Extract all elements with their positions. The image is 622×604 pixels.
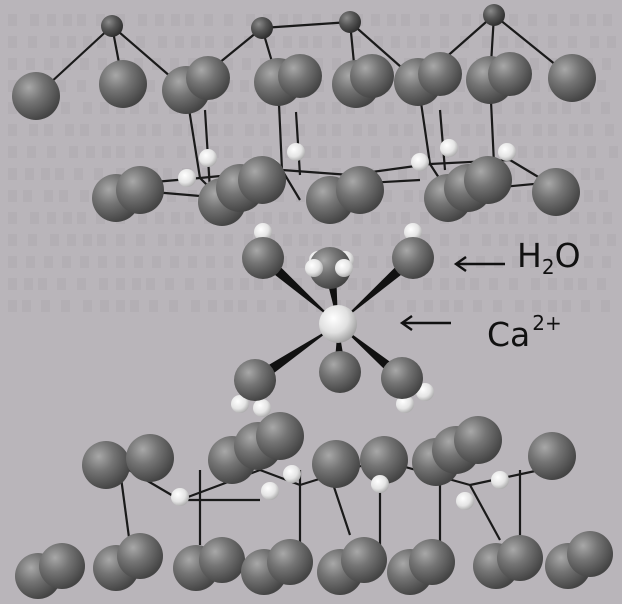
oxygen-atom bbox=[99, 60, 147, 108]
left-arrow-icon bbox=[399, 315, 451, 331]
oxygen-atom bbox=[548, 54, 596, 102]
oxygen-atom bbox=[336, 166, 384, 214]
hydrogen-atom bbox=[171, 488, 189, 506]
oxygen-atom bbox=[256, 412, 304, 460]
water-label-main: H bbox=[517, 236, 542, 275]
background-text-texture bbox=[8, 14, 618, 312]
silicon-atom bbox=[483, 4, 505, 26]
oxygen-atom bbox=[267, 539, 313, 585]
atom-layer bbox=[12, 4, 613, 599]
oxygen-atom bbox=[409, 539, 455, 585]
silicon-atom bbox=[339, 11, 361, 33]
oxygen-atom bbox=[199, 537, 245, 583]
hydrogen-atom bbox=[440, 139, 458, 157]
oxygen-atom bbox=[39, 543, 85, 589]
hydrogen-atom bbox=[396, 395, 414, 413]
hydrogen-atom bbox=[456, 492, 474, 510]
hydrogen-atom bbox=[491, 471, 509, 489]
bond bbox=[438, 109, 447, 171]
water-label-tail: O bbox=[554, 236, 581, 275]
hydrogen-atom bbox=[411, 153, 429, 171]
hydrogen-atom bbox=[283, 465, 301, 483]
oxygen-atom bbox=[488, 52, 532, 96]
hydrogen-atom bbox=[404, 223, 422, 241]
oxygen-atom bbox=[126, 434, 174, 482]
bond bbox=[281, 168, 351, 177]
oxygen-atom bbox=[360, 436, 408, 484]
calcium-ion bbox=[319, 305, 357, 343]
oxygen-atom bbox=[12, 72, 60, 120]
hydrogen-atom bbox=[287, 143, 305, 161]
oxygen-atom bbox=[341, 537, 387, 583]
oxygen-atom bbox=[117, 533, 163, 579]
water-label-subscript: 2 bbox=[541, 255, 555, 279]
oxygen-atom bbox=[238, 156, 286, 204]
oxygen-atom bbox=[567, 531, 613, 577]
oxygen-atom bbox=[454, 416, 502, 464]
hydrogen-atom bbox=[498, 143, 516, 161]
hydrogen-atom bbox=[178, 169, 196, 187]
water-oxygen-atom bbox=[242, 237, 284, 279]
hydrogen-atom bbox=[253, 399, 271, 417]
hydrogen-atom bbox=[371, 475, 389, 493]
bond bbox=[261, 20, 351, 30]
oxygen-atom bbox=[82, 441, 130, 489]
hydrated-calcium-complex bbox=[231, 223, 434, 417]
hydrogen-atom bbox=[335, 259, 353, 277]
hydrogen-atom bbox=[199, 149, 217, 167]
oxygen-atom bbox=[497, 535, 543, 581]
oxygen-atom bbox=[278, 54, 322, 98]
calcium-label-superscript: 2+ bbox=[532, 311, 562, 335]
silicon-atom bbox=[101, 15, 123, 37]
hydrogen-atom bbox=[231, 395, 249, 413]
hydrogen-atom bbox=[254, 223, 272, 241]
silicon-atom bbox=[251, 17, 273, 39]
calcium-label-main: Ca bbox=[487, 315, 531, 354]
oxygen-atom bbox=[186, 56, 230, 100]
oxygen-atom bbox=[464, 156, 512, 204]
oxygen-atom bbox=[116, 166, 164, 214]
hydrogen-atom bbox=[305, 259, 323, 277]
oxygen-atom bbox=[528, 432, 576, 480]
oxygen-atom bbox=[418, 52, 462, 96]
water-oxygen-atom bbox=[234, 359, 276, 401]
water-oxygen-atom bbox=[309, 247, 351, 289]
water-label: H2O bbox=[517, 239, 581, 284]
oxygen-atom bbox=[312, 440, 360, 488]
left-arrow-icon bbox=[453, 256, 505, 272]
oxygen-atom bbox=[532, 168, 580, 216]
water-oxygen-atom bbox=[381, 357, 423, 399]
oxygen-atom bbox=[350, 54, 394, 98]
hydrogen-atom bbox=[261, 482, 279, 500]
water-oxygen-atom bbox=[392, 237, 434, 279]
bond bbox=[469, 484, 501, 541]
water-oxygen-atom bbox=[319, 351, 361, 393]
